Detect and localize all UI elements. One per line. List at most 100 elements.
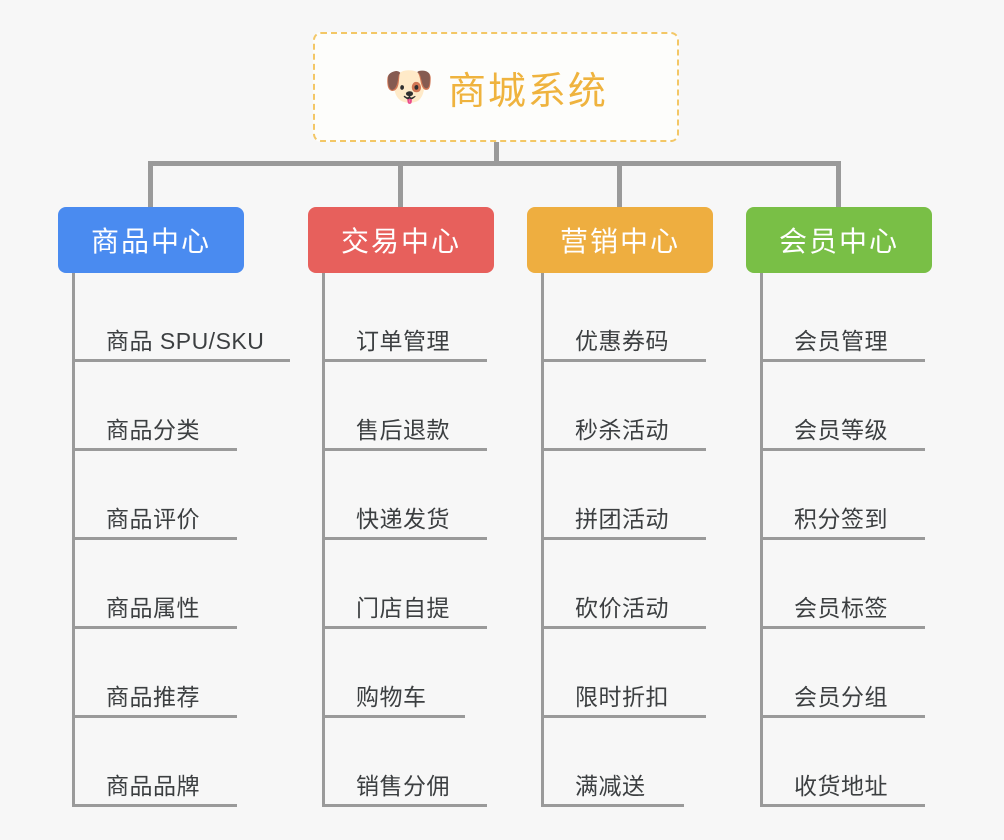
leaf-label: 会员分组 [794, 684, 888, 710]
leaf-label: 商品分类 [106, 417, 200, 443]
leaf-label: 积分签到 [794, 506, 888, 532]
leaf-underline [760, 359, 925, 362]
leaf-item[interactable]: 购物车 [322, 629, 494, 718]
leaf-item[interactable]: 售后退款 [322, 362, 494, 451]
leaf-list: 订单管理售后退款快递发货门店自提购物车销售分佣 [308, 273, 494, 807]
leaf-label: 优惠券码 [575, 328, 669, 354]
branch-header-label: 交易中心 [340, 226, 461, 257]
leaf-item[interactable]: 会员等级 [760, 362, 932, 451]
leaf-item[interactable]: 快递发货 [322, 451, 494, 540]
branch-product-center: 商品中心商品 SPU/SKU 商品分类商品评价商品属性商品推荐商品品牌 [58, 207, 290, 807]
leaf-label: 快递发货 [356, 506, 450, 532]
leaf-label: 满减送 [575, 773, 646, 799]
leaf-item[interactable]: 拼团活动 [541, 451, 713, 540]
leaf-underline [322, 359, 487, 362]
leaf-item[interactable]: 商品评价 [72, 451, 244, 540]
leaf-underline [322, 715, 465, 718]
leaf-item[interactable]: 商品推荐 [72, 629, 244, 718]
leaf-underline [760, 804, 925, 807]
leaf-label: 订单管理 [356, 328, 450, 354]
leaf-item[interactable]: 秒杀活动 [541, 362, 713, 451]
leaf-label: 会员管理 [794, 328, 888, 354]
leaf-underline [72, 804, 237, 807]
leaf-underline [72, 448, 237, 451]
leaf-underline [72, 359, 290, 362]
leaf-underline [72, 626, 237, 629]
leaf-label: 秒杀活动 [575, 417, 669, 443]
leaf-label: 销售分佣 [356, 773, 450, 799]
connector-drop-1 [148, 161, 153, 207]
leaf-item[interactable]: 商品 SPU/SKU [72, 273, 290, 362]
leaf-underline [760, 448, 925, 451]
leaf-item[interactable]: 订单管理 [322, 273, 494, 362]
leaf-trunk-line [72, 273, 75, 807]
leaf-label: 收货地址 [794, 773, 888, 799]
leaf-underline [72, 715, 237, 718]
leaf-label: 砍价活动 [575, 595, 669, 621]
leaf-item[interactable]: 优惠券码 [541, 273, 713, 362]
leaf-underline [322, 537, 487, 540]
leaf-item[interactable]: 商品分类 [72, 362, 244, 451]
leaf-label: 会员标签 [794, 595, 888, 621]
connector-drop-2 [398, 161, 403, 207]
branch-header-trade-center[interactable]: 交易中心 [308, 207, 494, 273]
leaf-item[interactable]: 砍价活动 [541, 540, 713, 629]
leaf-label: 限时折扣 [575, 684, 669, 710]
leaf-label: 商品 SPU/SKU [106, 328, 265, 354]
leaf-underline [760, 626, 925, 629]
leaf-item[interactable]: 会员标签 [760, 540, 932, 629]
dog-face-icon: 🐶 [384, 65, 434, 109]
leaf-list: 会员管理会员等级积分签到会员标签会员分组收货地址 [746, 273, 932, 807]
root-title: 商城系统 [447, 70, 608, 113]
leaf-item[interactable]: 商品属性 [72, 540, 244, 629]
leaf-item[interactable]: 销售分佣 [322, 718, 494, 807]
leaf-underline [541, 537, 706, 540]
branch-header-label: 会员中心 [778, 226, 899, 257]
leaf-label: 购物车 [356, 684, 427, 710]
leaf-underline [322, 626, 487, 629]
branch-header-label: 营销中心 [559, 226, 680, 257]
leaf-underline [541, 715, 706, 718]
leaf-item[interactable]: 商品品牌 [72, 718, 244, 807]
branch-header-product-center[interactable]: 商品中心 [58, 207, 244, 273]
root-node[interactable]: 🐶 商城系统 [313, 32, 679, 142]
leaf-underline [322, 804, 487, 807]
branch-header-label: 商品中心 [90, 226, 211, 257]
connector-root-stem [494, 142, 499, 164]
leaf-underline [760, 715, 925, 718]
leaf-label: 商品评价 [106, 506, 200, 532]
branch-header-member-center[interactable]: 会员中心 [746, 207, 932, 273]
leaf-label: 门店自提 [356, 595, 450, 621]
leaf-label: 商品属性 [106, 595, 200, 621]
connector-horizontal-bus [148, 161, 840, 166]
leaf-trunk-line [760, 273, 763, 807]
leaf-label: 会员等级 [794, 417, 888, 443]
leaf-item[interactable]: 限时折扣 [541, 629, 713, 718]
leaf-item[interactable]: 门店自提 [322, 540, 494, 629]
branch-marketing-center: 营销中心优惠券码秒杀活动拼团活动砍价活动限时折扣满减送 [527, 207, 713, 807]
leaf-underline [322, 448, 487, 451]
leaf-label: 商品推荐 [106, 684, 200, 710]
leaf-item[interactable]: 会员管理 [760, 273, 932, 362]
leaf-underline [541, 448, 706, 451]
leaf-label: 商品品牌 [106, 773, 200, 799]
leaf-underline [760, 537, 925, 540]
leaf-underline [541, 804, 684, 807]
leaf-list: 优惠券码秒杀活动拼团活动砍价活动限时折扣满减送 [527, 273, 713, 807]
leaf-label: 售后退款 [356, 417, 450, 443]
branch-member-center: 会员中心会员管理会员等级积分签到会员标签会员分组收货地址 [746, 207, 932, 807]
leaf-item[interactable]: 会员分组 [760, 629, 932, 718]
leaf-item[interactable]: 收货地址 [760, 718, 932, 807]
leaf-underline [72, 537, 237, 540]
leaf-label: 拼团活动 [575, 506, 669, 532]
connector-drop-4 [836, 161, 841, 207]
branch-header-marketing-center[interactable]: 营销中心 [527, 207, 713, 273]
connector-drop-3 [617, 161, 622, 207]
leaf-item[interactable]: 积分签到 [760, 451, 932, 540]
leaf-list: 商品 SPU/SKU 商品分类商品评价商品属性商品推荐商品品牌 [58, 273, 290, 807]
leaf-trunk-line [322, 273, 325, 807]
leaf-item[interactable]: 满减送 [541, 718, 713, 807]
leaf-trunk-line [541, 273, 544, 807]
leaf-underline [541, 359, 706, 362]
